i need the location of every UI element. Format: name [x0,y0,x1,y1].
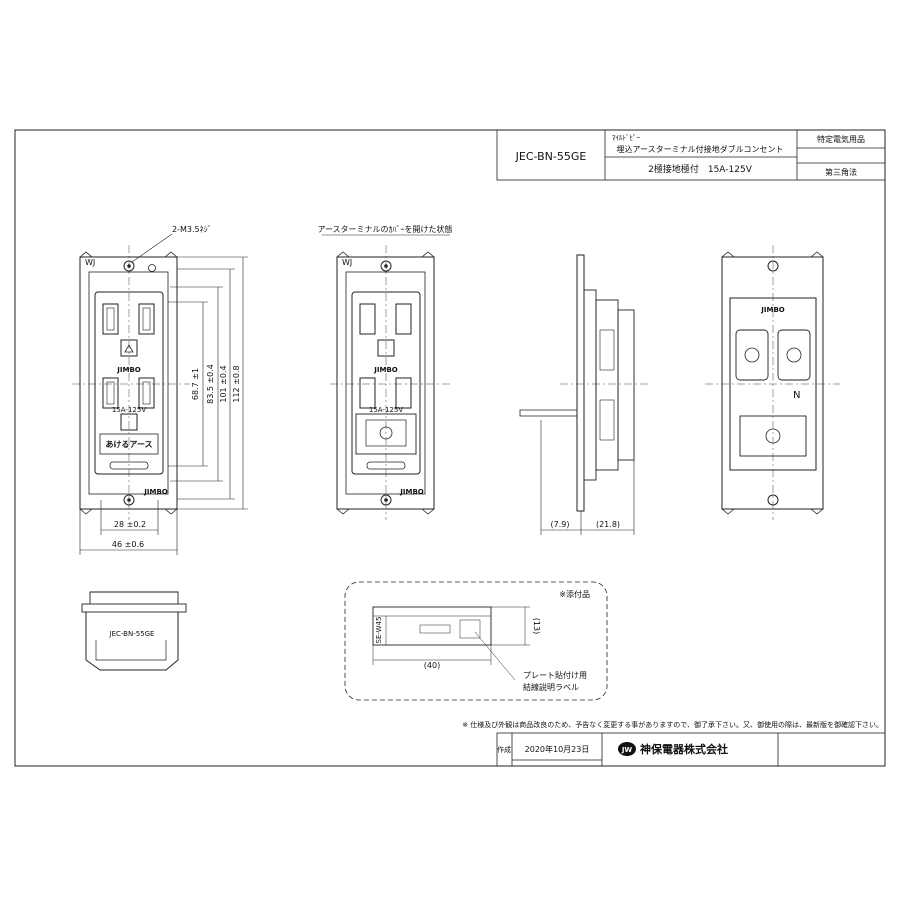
projection-label: 第三角法 [825,167,857,177]
accessory-dim-height: (13) [532,618,541,634]
svg-text:JW: JW [621,746,633,754]
dimension-d1: 68.7 ±1 [191,368,200,400]
accessory-caption-1: プレート貼付け用 [523,670,587,680]
dimension-d2: 83.5 ±0.4 [206,364,215,404]
dimension-width-inner: 28 ±0.2 [114,520,146,529]
back-logo: JIMBO [760,306,785,314]
front-earth-label: あけるアース [105,440,152,449]
accessory-dim-width: (40) [424,661,440,670]
title-block [496,129,886,181]
accessory-caption-2: 結線説明ラベル [523,682,579,692]
back-terminal-label: N [793,390,800,401]
side-dim-right: (21.8) [596,520,620,529]
created-date: 2020年10月23日 [525,744,590,754]
dimension-d4: 112 ±0.8 [232,365,241,402]
dimension-width-outer: 46 ±0.6 [112,540,144,549]
front-logo: JIMBO [116,366,141,374]
front-rating-label: 15A-125V [112,406,146,414]
accessory-label-code: SE-W45 [375,617,383,644]
bottom-view [81,591,187,671]
back-view [705,245,840,520]
accessory-heading: ※添付品 [559,589,590,599]
company-logo: JW [618,742,636,756]
product-name: 埋込アースターミナル付接地ダブルコンセント [617,144,784,154]
series-label: ﾏｲﾙﾄﾞﾋﾟｰ [612,134,640,142]
side-dim-left: (7.9) [551,520,570,529]
product-spec: 2極接地極付 15A-125V [648,163,753,175]
category-label: 特定電気用品 [817,134,865,144]
created-label: 作成 [497,745,511,754]
open-rating-label: 15A-125V [369,406,403,414]
front-view [72,245,190,520]
screw-label: 2-M3.5ﾈｼﾞ [172,225,212,234]
front-brand-mark: WJ [85,258,95,267]
front-dimensions [79,256,248,555]
model-number: JEC-BN-55GE [515,150,587,163]
side-view [519,254,650,535]
connection-label-drawing [372,606,530,681]
accessory-box [344,581,608,701]
dimension-d3: 101 ±0.4 [219,365,228,402]
footer-table [496,732,886,767]
footer-notice: ※ 仕様及び外観は商品改良のため、予告なく変更する事がありますので、御了承下さい… [462,720,883,729]
bottom-view-label: JEC-BN-55GE [109,630,155,638]
open-brand-mark: WJ [342,258,352,267]
company-name: 神保電器株式会社 [640,742,728,756]
open-bottom-logo: JIMBO [399,488,424,496]
open-view-caption: アースターミナルのｶﾊﾞｰを開けた状態 [317,224,452,234]
open-logo: JIMBO [373,366,398,374]
sheet-border [14,129,886,767]
open-view [330,245,450,520]
front-bottom-logo: JIMBO [143,488,168,496]
